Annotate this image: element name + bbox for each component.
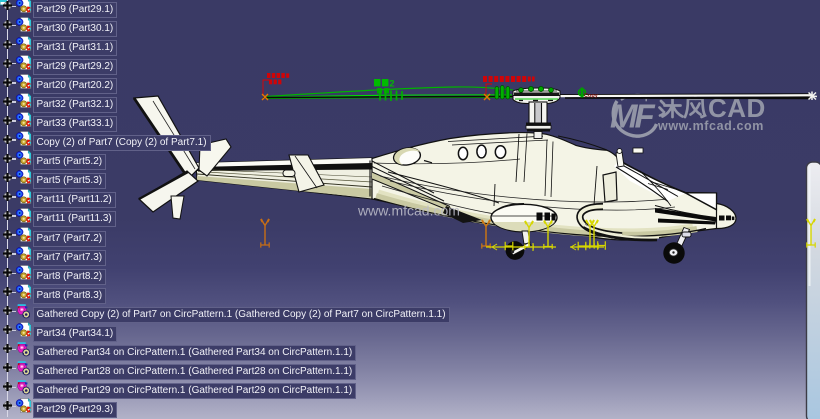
svg-text:www.mfcad.com: www.mfcad.com xyxy=(657,119,764,133)
svg-text:2: 2 xyxy=(390,79,395,89)
svg-text:www.mfcad.com: www.mfcad.com xyxy=(357,203,460,219)
svg-text:Copy: Copy xyxy=(584,93,599,99)
